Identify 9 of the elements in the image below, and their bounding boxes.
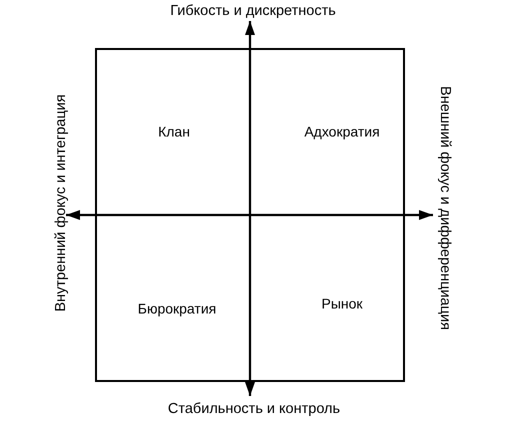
axis-label: Внешний фокус и дифференциация	[436, 86, 452, 330]
axis-label: Внутренний фокус и интеграция	[54, 94, 70, 312]
quadrant-label: Рынок	[321, 296, 363, 312]
axis-label: Стабильность и контроль	[168, 402, 340, 418]
quadrant-label: Клан	[158, 124, 190, 140]
quadrant-label: Адхократия	[304, 124, 380, 140]
quadrant-frame	[95, 48, 405, 382]
axis-label: Гибкость и дискретность	[170, 4, 336, 20]
quadrant-label: Бюрократия	[138, 301, 216, 317]
